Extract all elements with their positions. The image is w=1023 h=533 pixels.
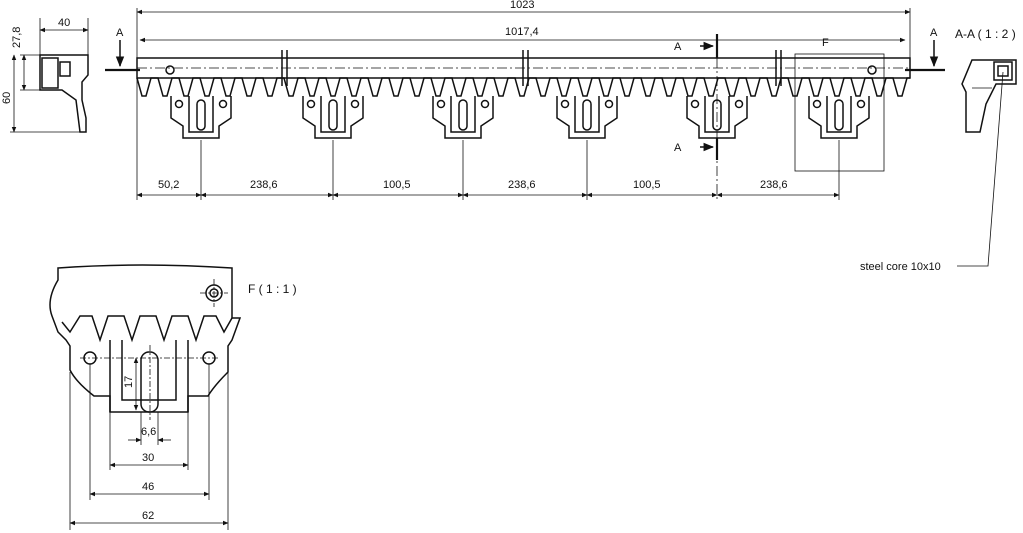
dim-detail-slot-width: 6,6 [141,426,156,438]
dim-detail-62: 62 [142,510,154,522]
spacing-dimensions: 50,2 238,6 100,5 238,6 100,5 238,6 [136,78,840,200]
mounting-tab-4 [556,96,618,139]
mounting-tab-6 [808,96,870,139]
dim-spacing-1: 50,2 [158,179,179,191]
dim-side-height-top: 27,8 [11,27,23,48]
side-view-left: 40 27,8 60 [1,17,89,133]
dim-spacing-4: 238,6 [508,179,536,191]
section-marker-bottom: A [674,142,682,154]
section-view-title: A-A ( 1 : 2 ) [955,27,1016,41]
section-view-aa: A-A ( 1 : 2 ) steel core 10x10 [860,27,1017,273]
detail-f-view: F ( 1 : 1 ) 17 6,6 30 46 62 [49,264,297,530]
dim-detail-46: 46 [142,481,154,493]
segment-breaks [281,50,782,86]
mounting-tabs [170,96,870,139]
overall-dimensions: 1023 1017,4 [136,0,911,58]
section-arrows-ends: A A [115,27,939,68]
dim-detail-30: 30 [142,452,154,464]
detail-marker: F [822,37,829,49]
mounting-tab-1 [170,96,232,139]
dim-side-width: 40 [58,17,70,29]
detail-f-callout: F [794,37,885,172]
rack-main-view [105,50,945,139]
detail-slot [140,351,159,413]
dim-spacing-6: 238,6 [760,179,788,191]
dim-spacing-2: 238,6 [250,179,278,191]
rod-hole-left [165,65,175,75]
mounting-tab-3 [432,96,494,139]
dim-overall-length: 1023 [510,0,534,11]
section-marker-right: A [930,27,938,39]
dim-spacing-3: 100,5 [383,179,411,191]
steel-core-note: steel core 10x10 [860,261,941,273]
rack-teeth [136,77,910,97]
detail-view-title: F ( 1 : 1 ) [248,282,297,296]
section-plane-a: A A [674,34,719,200]
mounting-tab-2 [302,96,364,139]
dim-detail-slot-length: 17 [123,376,135,388]
dim-spacing-5: 100,5 [633,179,661,191]
dim-side-height-total: 60 [1,92,13,104]
rod-hole-right [867,65,877,75]
section-marker-left: A [116,27,124,39]
dim-rod-length: 1017,4 [505,26,539,38]
section-marker-top: A [674,41,682,53]
